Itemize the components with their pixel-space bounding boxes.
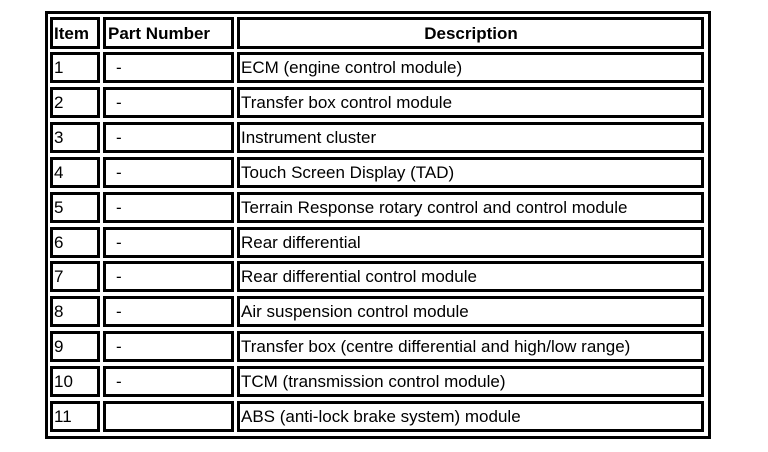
cell-item: 2 xyxy=(50,87,100,118)
cell-part-number: - xyxy=(103,296,234,327)
cell-item: 8 xyxy=(50,296,100,327)
header-description: Description xyxy=(237,17,704,49)
cell-description: Instrument cluster xyxy=(237,122,704,153)
cell-description: Terrain Response rotary control and cont… xyxy=(237,192,704,223)
cell-item: 1 xyxy=(50,52,100,83)
cell-item: 5 xyxy=(50,192,100,223)
header-part-number: Part Number xyxy=(103,17,234,49)
cell-part-number: - xyxy=(103,87,234,118)
cell-item: 10 xyxy=(50,366,100,397)
cell-description: Air suspension control module xyxy=(237,296,704,327)
cell-description: TCM (transmission control module) xyxy=(237,366,704,397)
cell-part-number: - xyxy=(103,192,234,223)
cell-part-number: - xyxy=(103,157,234,188)
cell-description: ABS (anti-lock brake system) module xyxy=(237,401,704,432)
cell-item: 9 xyxy=(50,331,100,362)
cell-description: Touch Screen Display (TAD) xyxy=(237,157,704,188)
cell-description: Rear differential xyxy=(237,227,704,258)
cell-item: 3 xyxy=(50,122,100,153)
cell-part-number xyxy=(103,401,234,432)
cell-description: Transfer box (centre differential and hi… xyxy=(237,331,704,362)
cell-part-number: - xyxy=(103,227,234,258)
cell-item: 7 xyxy=(50,261,100,292)
cell-item: 4 xyxy=(50,157,100,188)
cell-part-number: - xyxy=(103,122,234,153)
parts-table xyxy=(45,11,711,439)
cell-part-number: - xyxy=(103,52,234,83)
cell-item: 6 xyxy=(50,227,100,258)
cell-description: ECM (engine control module) xyxy=(237,52,704,83)
cell-description: Transfer box control module xyxy=(237,87,704,118)
cell-item: 11 xyxy=(50,401,100,432)
cell-part-number: - xyxy=(103,331,234,362)
cell-part-number: - xyxy=(103,261,234,292)
cell-description: Rear differential control module xyxy=(237,261,704,292)
header-item: Item xyxy=(50,17,100,49)
cell-part-number: - xyxy=(103,366,234,397)
